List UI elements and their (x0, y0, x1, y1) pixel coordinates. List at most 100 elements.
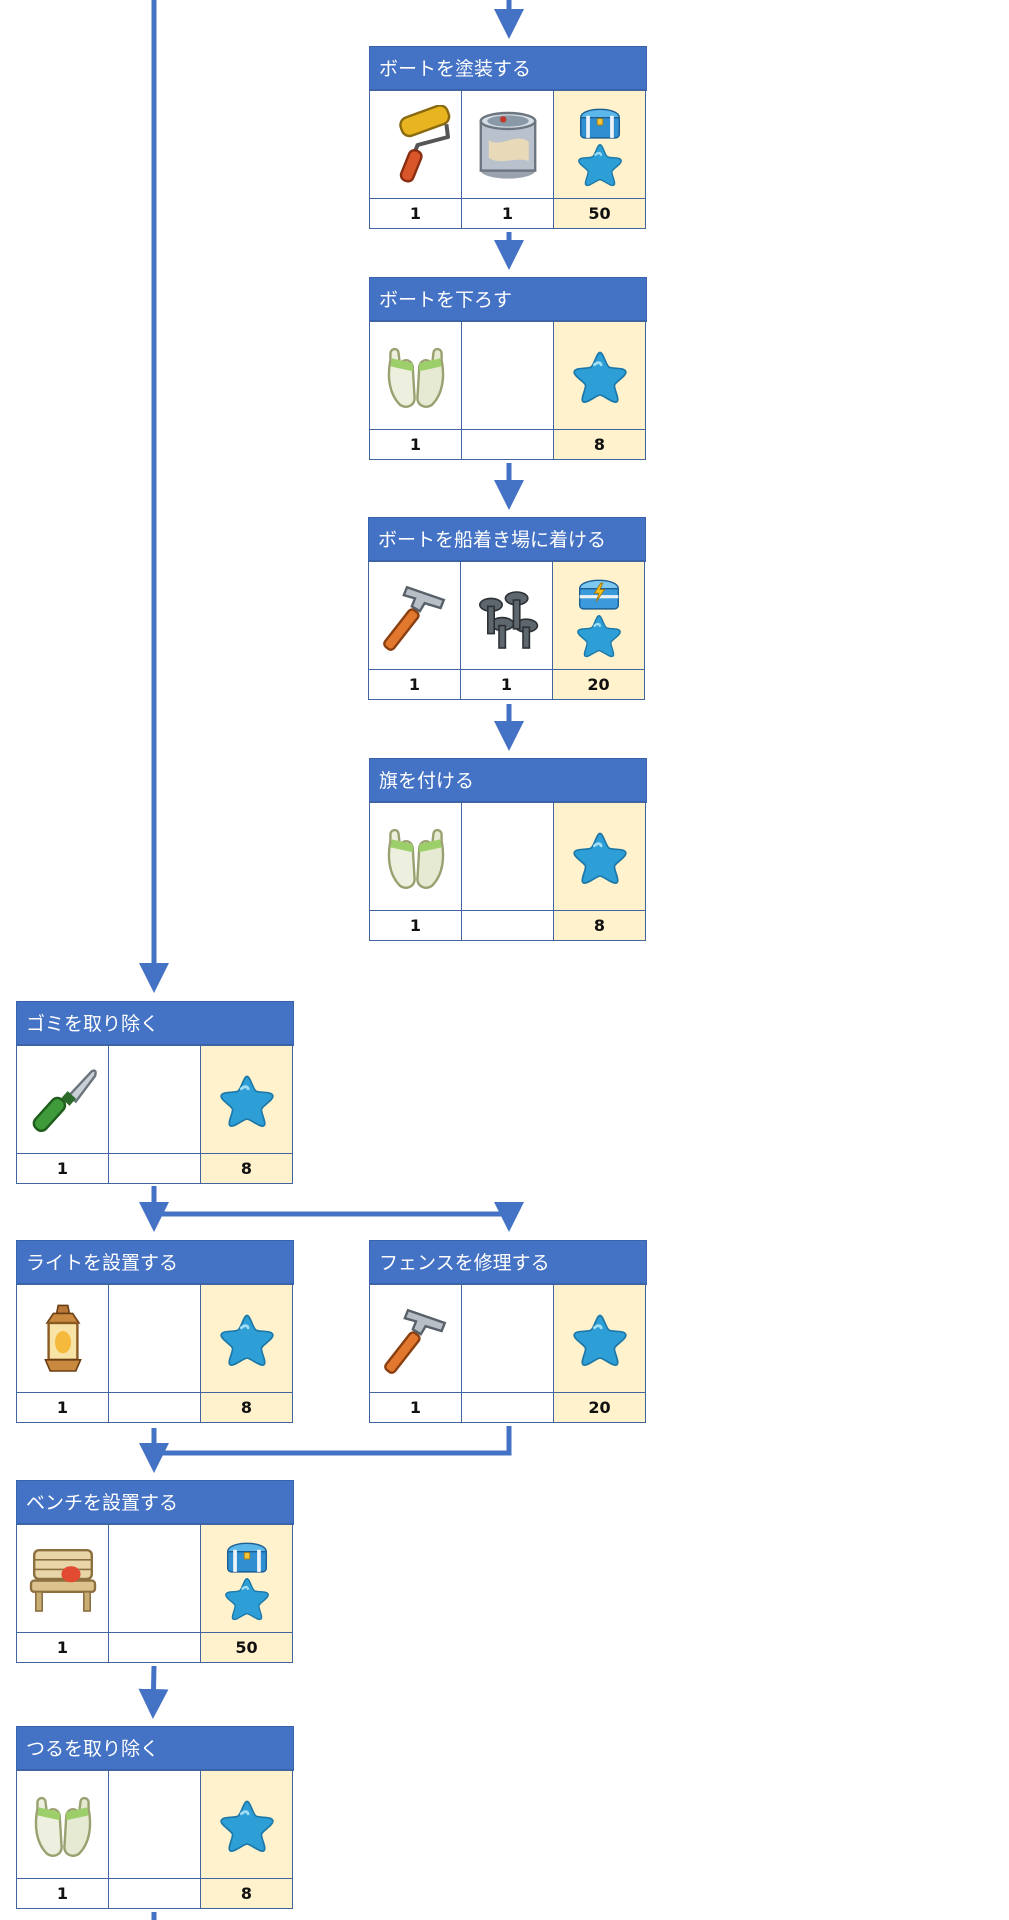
tool-slot-1 (17, 1285, 109, 1393)
task-title: ボートを塗装する (369, 46, 647, 90)
task-grid: 1 8 (16, 1770, 294, 1909)
tool-slot-1 (370, 1285, 462, 1393)
tool-slot-2 (109, 1046, 201, 1154)
tool-slot-2 (109, 1771, 201, 1879)
task-title: つるを取り除く (16, 1726, 294, 1770)
tool-quantity-1: 1 (370, 430, 462, 460)
task-grid: 1 50 (16, 1524, 294, 1663)
star-icon (219, 1072, 275, 1128)
task-title: 旗を付ける (369, 758, 647, 802)
task-grid: 1 8 (16, 1284, 294, 1423)
reward-slot (201, 1771, 293, 1879)
paint-can-icon (468, 105, 548, 185)
tool-slot-2 (462, 1285, 554, 1393)
energy-chest-icon (576, 573, 622, 612)
task-card-remove-trash: ゴミを取り除く 1 8 (16, 1001, 294, 1184)
tool-slot-1 (17, 1046, 109, 1154)
hammer-icon (376, 1299, 456, 1379)
reward-slot (554, 322, 646, 430)
nails-icon (467, 576, 547, 656)
task-grid: 1 20 (369, 1284, 647, 1423)
star-icon (576, 612, 622, 658)
star-icon (224, 1575, 270, 1621)
reward-value: 50 (201, 1633, 293, 1663)
reward-slot (553, 562, 645, 670)
task-grid: 1 1 50 (369, 90, 647, 229)
reward-value: 20 (553, 670, 645, 700)
tool-slot-1 (17, 1525, 109, 1633)
tool-quantity-2 (109, 1154, 201, 1184)
reward-value: 8 (554, 430, 646, 460)
task-title: ゴミを取り除く (16, 1001, 294, 1045)
task-card-install-bench: ベンチを設置する 1 50 (16, 1480, 294, 1663)
star-icon (577, 141, 623, 187)
tool-quantity-1: 1 (17, 1879, 109, 1909)
chest-icon (577, 102, 623, 141)
task-title: ライトを設置する (16, 1240, 294, 1284)
tool-quantity-2 (462, 911, 554, 941)
tool-slot-2 (462, 322, 554, 430)
connector-fence-to-bench (154, 1426, 512, 1456)
reward-slot (554, 91, 646, 199)
tool-quantity-2 (109, 1393, 201, 1423)
reward-value: 8 (201, 1879, 293, 1909)
task-card-lower-boat: ボートを下ろす 1 8 (369, 277, 647, 460)
lantern-icon (23, 1299, 103, 1379)
connector-trash-to-fence (154, 1202, 524, 1232)
tool-slot-1 (369, 562, 461, 670)
tool-quantity-2 (462, 430, 554, 460)
tool-slot-1 (370, 803, 462, 911)
tool-slot-2 (109, 1285, 201, 1393)
hammer-icon (375, 576, 455, 656)
connector-bench-to-vines (138, 1665, 169, 1719)
task-title: ボートを下ろす (369, 277, 647, 321)
task-card-paint-boat: ボートを塗装する 1 1 50 (369, 46, 647, 229)
tool-quantity-1: 1 (17, 1154, 109, 1184)
reward-slot (201, 1285, 293, 1393)
tool-slot-2 (109, 1525, 201, 1633)
tool-slot-1 (17, 1771, 109, 1879)
tool-quantity-2 (462, 1393, 554, 1423)
tool-quantity-1: 1 (17, 1393, 109, 1423)
reward-value: 8 (201, 1393, 293, 1423)
tool-slot-2 (462, 803, 554, 911)
reward-value: 8 (201, 1154, 293, 1184)
task-title: ベンチを設置する (16, 1480, 294, 1524)
chest-icon (224, 1536, 270, 1575)
task-card-attach-flag: 旗を付ける 1 8 (369, 758, 647, 941)
task-card-repair-fence: フェンスを修理する 1 20 (369, 1240, 647, 1423)
knife-icon (23, 1060, 103, 1140)
tool-quantity-1: 1 (17, 1633, 109, 1663)
tool-slot-2 (462, 91, 554, 199)
gloves-icon (376, 336, 456, 416)
star-icon (572, 348, 628, 404)
reward-slot (554, 803, 646, 911)
star-icon (572, 829, 628, 885)
tool-quantity-1: 1 (369, 670, 461, 700)
reward-slot (201, 1525, 293, 1633)
tool-quantity-2 (109, 1879, 201, 1909)
task-card-install-light: ライトを設置する 1 8 (16, 1240, 294, 1423)
bench-icon (23, 1539, 103, 1619)
task-title: フェンスを修理する (369, 1240, 647, 1284)
tool-quantity-1: 1 (370, 1393, 462, 1423)
task-card-remove-vines: つるを取り除く 1 8 (16, 1726, 294, 1909)
task-card-dock-boat: ボートを船着き場に着ける 1 1 20 (368, 517, 646, 700)
star-icon (219, 1311, 275, 1367)
reward-slot (554, 1285, 646, 1393)
tool-quantity-2: 1 (462, 199, 554, 229)
star-icon (219, 1797, 275, 1853)
gloves-icon (23, 1785, 103, 1865)
task-grid: 1 8 (16, 1045, 294, 1184)
reward-value: 8 (554, 911, 646, 941)
tool-quantity-2: 1 (461, 670, 553, 700)
reward-value: 20 (554, 1393, 646, 1423)
reward-value: 50 (554, 199, 646, 229)
task-grid: 1 8 (369, 802, 647, 941)
tool-quantity-2 (109, 1633, 201, 1663)
tool-slot-2 (461, 562, 553, 670)
tool-slot-1 (370, 322, 462, 430)
task-grid: 1 8 (369, 321, 647, 460)
task-grid: 1 1 20 (368, 561, 646, 700)
